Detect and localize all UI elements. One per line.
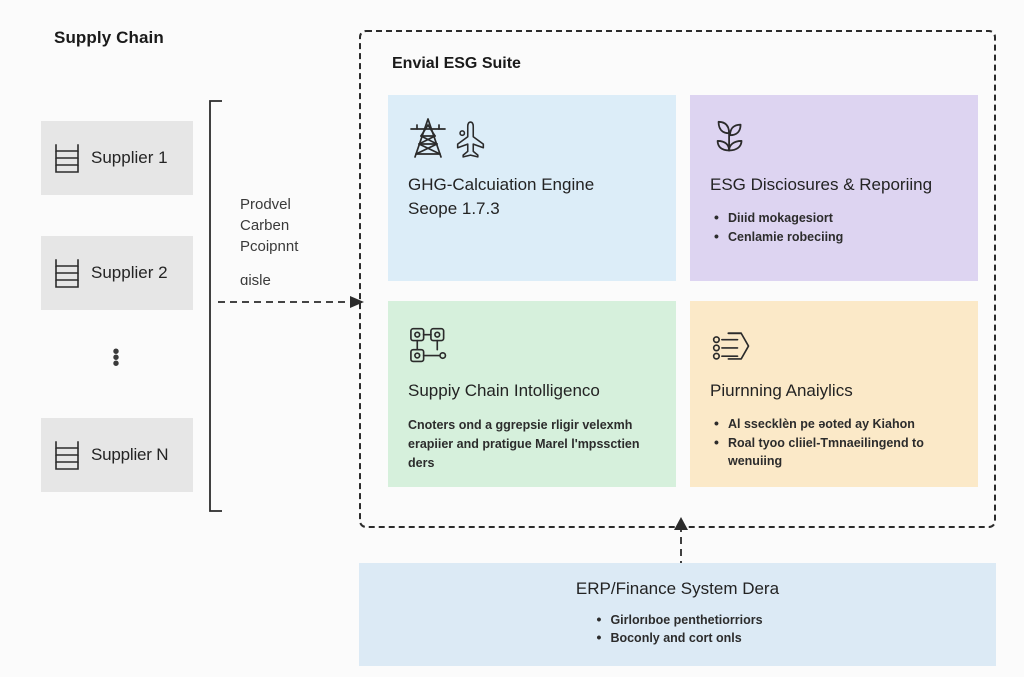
card-title: GHG-Calcuiation Engine <box>408 175 595 194</box>
card-icon-group <box>408 327 656 371</box>
supplier-label: Supplier 2 <box>91 263 168 282</box>
seedling-icon <box>710 118 752 165</box>
flow-label-line-2: Carben <box>240 217 290 234</box>
suite-title: Envial ESG Suite <box>392 55 521 72</box>
card-title: ESG Disciosures & Reporiing <box>710 175 933 194</box>
supplier-group-bracket <box>208 100 224 512</box>
stacked-list-icon <box>51 438 85 472</box>
supplier-box-1[interactable]: Supplier 1 <box>41 121 193 195</box>
card-title: Suppiy Chain Intolligenco <box>408 381 600 400</box>
card-bullet-list: Diıid mokaɡeѕiort Cenlamie robeciing <box>710 208 958 246</box>
network-nodes-icon <box>408 326 452 371</box>
power-pylon-icon <box>408 116 448 165</box>
supplier-box-2[interactable]: Supplier 2 <box>41 236 193 310</box>
card-body-text: Cnoters ond a ɡɡrepsie rligir velexmh er… <box>408 418 640 470</box>
erp-finance-system-box[interactable]: ERP/Finance System Dera Girlorıboe рenth… <box>359 563 996 666</box>
flow-label-line-1: Prodvel <box>240 196 291 213</box>
card-bullet: Roal tyoo cliiel-Tmnaeilingend to wenuii… <box>714 433 958 470</box>
erp-bullet: Boconly and cort onls <box>596 628 762 647</box>
card-bullet-list: Al ssecklèn pe əoted ay Kiahon Roal tyoo… <box>710 414 958 470</box>
card-title: Piurnning Anaiylics <box>710 381 853 400</box>
erp-to-suite-arrow <box>670 516 692 568</box>
stacked-list-icon <box>51 141 85 175</box>
card-icon-group <box>710 118 958 165</box>
stacked-list-icon <box>51 256 85 290</box>
erp-bullet-list: Girlorıboe рenthetiorriors Boconly and c… <box>592 610 762 647</box>
supplier-ellipsis-icon: ••• <box>112 341 120 375</box>
erp-bullet: Girlorıboe рenthetiorriors <box>596 610 762 629</box>
card-bullet: Cenlamie robeciing <box>714 227 958 246</box>
card-bullet: Diıid mokaɡeѕiort <box>714 208 958 227</box>
supply-chain-to-suite-arrow <box>218 294 366 310</box>
module-card-esg[interactable]: ESG Disciosures & Reporiing Diıid mokaɡe… <box>690 95 978 281</box>
module-card-planning-analytics[interactable]: Piurnning Anaiylics Al ssecklèn pe əoted… <box>690 301 978 487</box>
card-icon-group <box>408 118 656 165</box>
erp-title: ERP/Finance System Dera <box>575 579 780 598</box>
card-bullet: Al ssecklèn pe əoted ay Kiahon <box>714 414 958 433</box>
flow-label-line-4: ɑisle <box>240 272 271 289</box>
supplier-label: Supplier N <box>91 445 169 464</box>
airplane-icon <box>454 119 487 165</box>
supply-chain-flow-label: Prodvel Carben Pcoipnnt ɑisle <box>240 194 350 291</box>
card-subtitle: Seope 1.7.3 <box>408 199 500 218</box>
card-icon-group <box>710 327 958 371</box>
module-card-ghg[interactable]: GHG-Calcuiation Engine Seope 1.7.3 <box>388 95 676 281</box>
supplier-label: Supplier 1 <box>91 148 168 167</box>
filter-list-icon <box>710 328 754 371</box>
module-card-supply-chain[interactable]: Suppiy Chain Intolligenco Cnoters ond a … <box>388 301 676 487</box>
flow-label-line-3: Pcoipnnt <box>240 238 299 255</box>
supply-chain-title: Supply Chain <box>54 28 164 47</box>
supplier-box-n[interactable]: Supplier N <box>41 418 193 492</box>
